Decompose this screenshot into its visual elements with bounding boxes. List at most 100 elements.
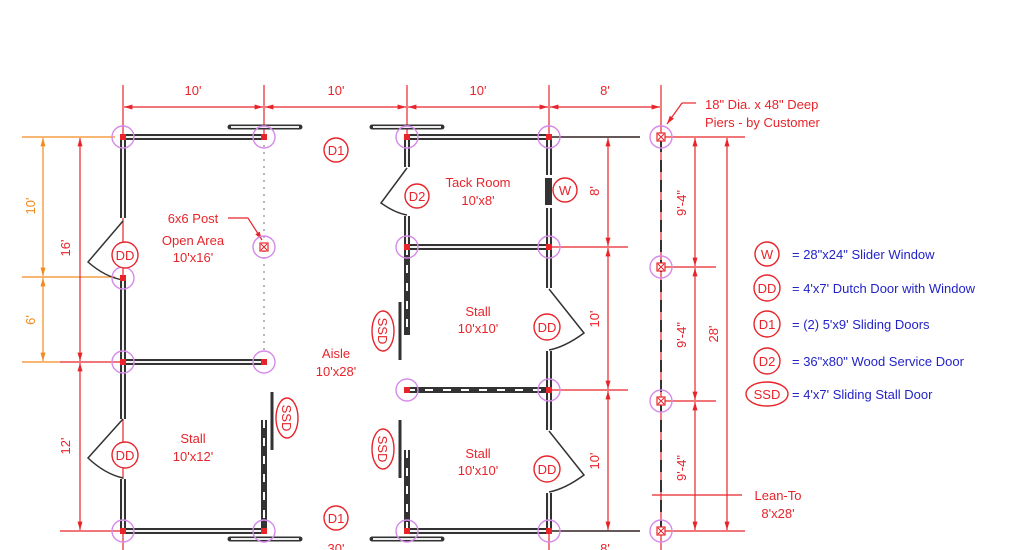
post (404, 387, 410, 393)
legend-item-dd: DD= 4'x7' Dutch Door with Window (753, 274, 976, 302)
dim-label: 10' (587, 311, 602, 328)
legend-item-d2: D2 = 36"x80" Wood Service Door (753, 347, 965, 375)
svg-text:D1: D1 (328, 143, 345, 158)
dutch-door-swing (548, 288, 586, 351)
room-size: 10'x16' (173, 250, 213, 265)
room-labels: 6x6 Post Open Area 10'x16' Stall 10'x12'… (162, 97, 821, 521)
tag-d1: D1 (323, 505, 349, 531)
pier-note: 18" Dia. x 48" Deep (705, 97, 818, 112)
post (546, 244, 552, 250)
room-name: Open Area (162, 233, 225, 248)
door-swings (86, 167, 586, 493)
tag-ssd: SSD (371, 310, 395, 352)
pier-marker (649, 255, 673, 279)
pier-marker (252, 235, 276, 259)
svg-text:= (2) 5'x9' Sliding Doors: = (2) 5'x9' Sliding Doors (792, 317, 930, 332)
tag-dd: DD (111, 441, 139, 469)
pier-marker (649, 389, 673, 413)
post-marker (395, 235, 419, 259)
dim-label: 9'-4" (674, 190, 689, 216)
posts-and-piers (111, 125, 673, 543)
tag-ssd: SSD (371, 428, 395, 470)
dim-label: 16' (58, 240, 73, 257)
post-marker (252, 350, 276, 374)
post-marker (537, 235, 561, 259)
post (261, 528, 267, 534)
post-marker (537, 519, 561, 543)
pier-note: Piers - by Customer (705, 115, 821, 130)
tag-d1: D1 (323, 137, 349, 163)
svg-text:= 4'x7' Dutch Door with Window: = 4'x7' Dutch Door with Window (792, 281, 976, 296)
svg-text:SSD: SSD (375, 436, 390, 463)
svg-text:= 4'x7' Sliding Stall Door: = 4'x7' Sliding Stall Door (792, 387, 933, 402)
pier-cross (260, 243, 268, 251)
window (545, 178, 552, 205)
dim-label: 9'-4" (674, 322, 689, 348)
dim-label: 12' (58, 438, 73, 455)
post-marker (395, 519, 419, 543)
svg-text:DD: DD (538, 320, 557, 335)
svg-text:SSD: SSD (375, 318, 390, 345)
post (546, 134, 552, 140)
dim-label: 28' (706, 326, 721, 343)
dim-label: 10' (23, 198, 38, 215)
pier-marker (649, 519, 673, 543)
post (120, 275, 126, 281)
room-size: 10'x10' (458, 321, 498, 336)
svg-text:DD: DD (116, 248, 135, 263)
post-marker (111, 519, 135, 543)
room-size: 10'x28' (316, 364, 356, 379)
dim-label: 8' (600, 541, 610, 550)
dutch-door-swing (548, 430, 586, 493)
dim-label: 30' (328, 541, 345, 550)
tag-d2: D2 (404, 183, 430, 209)
svg-text:DD: DD (538, 462, 557, 477)
svg-text:= 28"x24" Slider Window: = 28"x24" Slider Window (792, 247, 935, 262)
dimension-labels: 10' 10' 10' 8' 30' 8' 10' 6' 16' 12' 8' … (23, 83, 721, 550)
svg-text:D2: D2 (759, 354, 776, 369)
post-label: 6x6 Post (168, 211, 219, 226)
post (404, 244, 410, 250)
svg-text:D2: D2 (409, 189, 426, 204)
post (546, 528, 552, 534)
legend-item-ssd: SSD = 4'x7' Sliding Stall Door (745, 381, 933, 407)
post-marker (395, 125, 419, 149)
dim-label: 9'-4" (674, 455, 689, 481)
pier-cross (657, 527, 665, 535)
post-marker (537, 125, 561, 149)
svg-text:D1: D1 (328, 511, 345, 526)
tag-w: W (552, 177, 578, 203)
legend-item-w: W= 28"x24" Slider Window (754, 241, 935, 267)
pier-cross (657, 397, 665, 405)
post (261, 359, 267, 365)
pier-cross (657, 263, 665, 271)
legend-item-d1: D1 = (2) 5'x9' Sliding Doors (753, 310, 930, 338)
post-marker (111, 125, 135, 149)
svg-text:DD: DD (116, 448, 135, 463)
svg-text:D1: D1 (759, 317, 776, 332)
svg-text:SSD: SSD (754, 387, 781, 402)
svg-text:W: W (559, 183, 572, 198)
svg-text:SSD: SSD (279, 405, 294, 432)
room-name: Stall (180, 431, 205, 446)
post (120, 359, 126, 365)
post (546, 387, 552, 393)
room-name: Aisle (322, 346, 350, 361)
tag-dd: DD (533, 455, 561, 483)
room-size: 10'x10' (458, 463, 498, 478)
room-name: Lean-To (755, 488, 802, 503)
post-marker (537, 378, 561, 402)
post-marker (111, 350, 135, 374)
dim-label: 10' (587, 453, 602, 470)
dim-label: 8' (587, 186, 602, 196)
post (261, 134, 267, 140)
svg-text:= 36"x80" Wood Service Door: = 36"x80" Wood Service Door (792, 354, 965, 369)
room-size: 10'x12' (173, 449, 213, 464)
dutch-door-swing (86, 220, 124, 281)
dim-label: 10' (328, 83, 345, 98)
post (404, 528, 410, 534)
room-name: Stall (465, 304, 490, 319)
dutch-door-swing (86, 418, 124, 479)
